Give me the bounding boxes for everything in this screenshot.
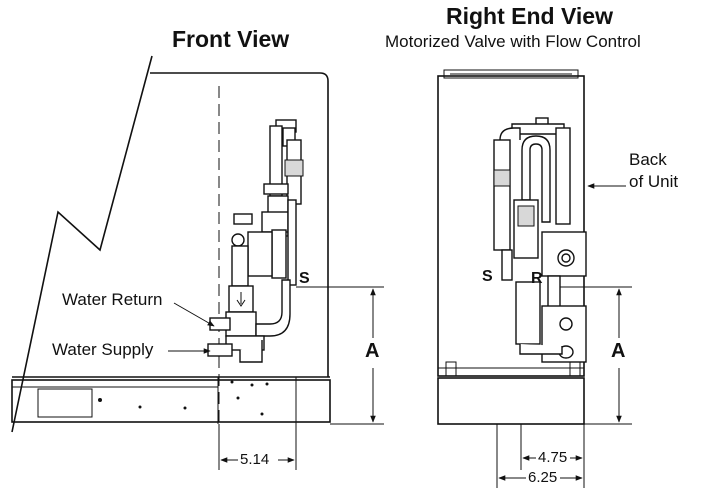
front-width-dimension: 5.14 <box>239 451 271 468</box>
front-view-drawing <box>11 55 384 470</box>
base-panel <box>37 388 93 418</box>
back-of-unit-label-line2: of Unit <box>629 172 679 191</box>
break-line <box>11 55 153 433</box>
end-outer-dimension: 6.25 <box>527 469 559 486</box>
end-height-label: A <box>611 340 626 362</box>
end-base <box>437 377 585 425</box>
right-end-view-title: Right End View <box>446 3 613 29</box>
end-return-marker: R <box>531 270 543 287</box>
end-supply-marker: S <box>482 268 493 285</box>
base-frame <box>11 379 331 423</box>
end-cabinet-outline <box>437 75 585 377</box>
front-view-title: Front View <box>172 26 290 52</box>
front-height-label: A <box>365 340 380 362</box>
end-piping <box>493 117 587 363</box>
front-piping <box>207 119 304 363</box>
end-inner-dimension: 4.75 <box>537 449 569 466</box>
back-of-unit-label-line1: Back <box>629 150 667 169</box>
cabinet-outline <box>150 72 329 377</box>
front-supply-marker: S <box>299 270 310 287</box>
right-end-view-subtitle: Motorized Valve with Flow Control <box>385 32 641 51</box>
water-return-label: Water Return <box>62 290 163 309</box>
right-end-view-drawing <box>437 69 632 488</box>
water-supply-label: Water Supply <box>52 340 154 359</box>
